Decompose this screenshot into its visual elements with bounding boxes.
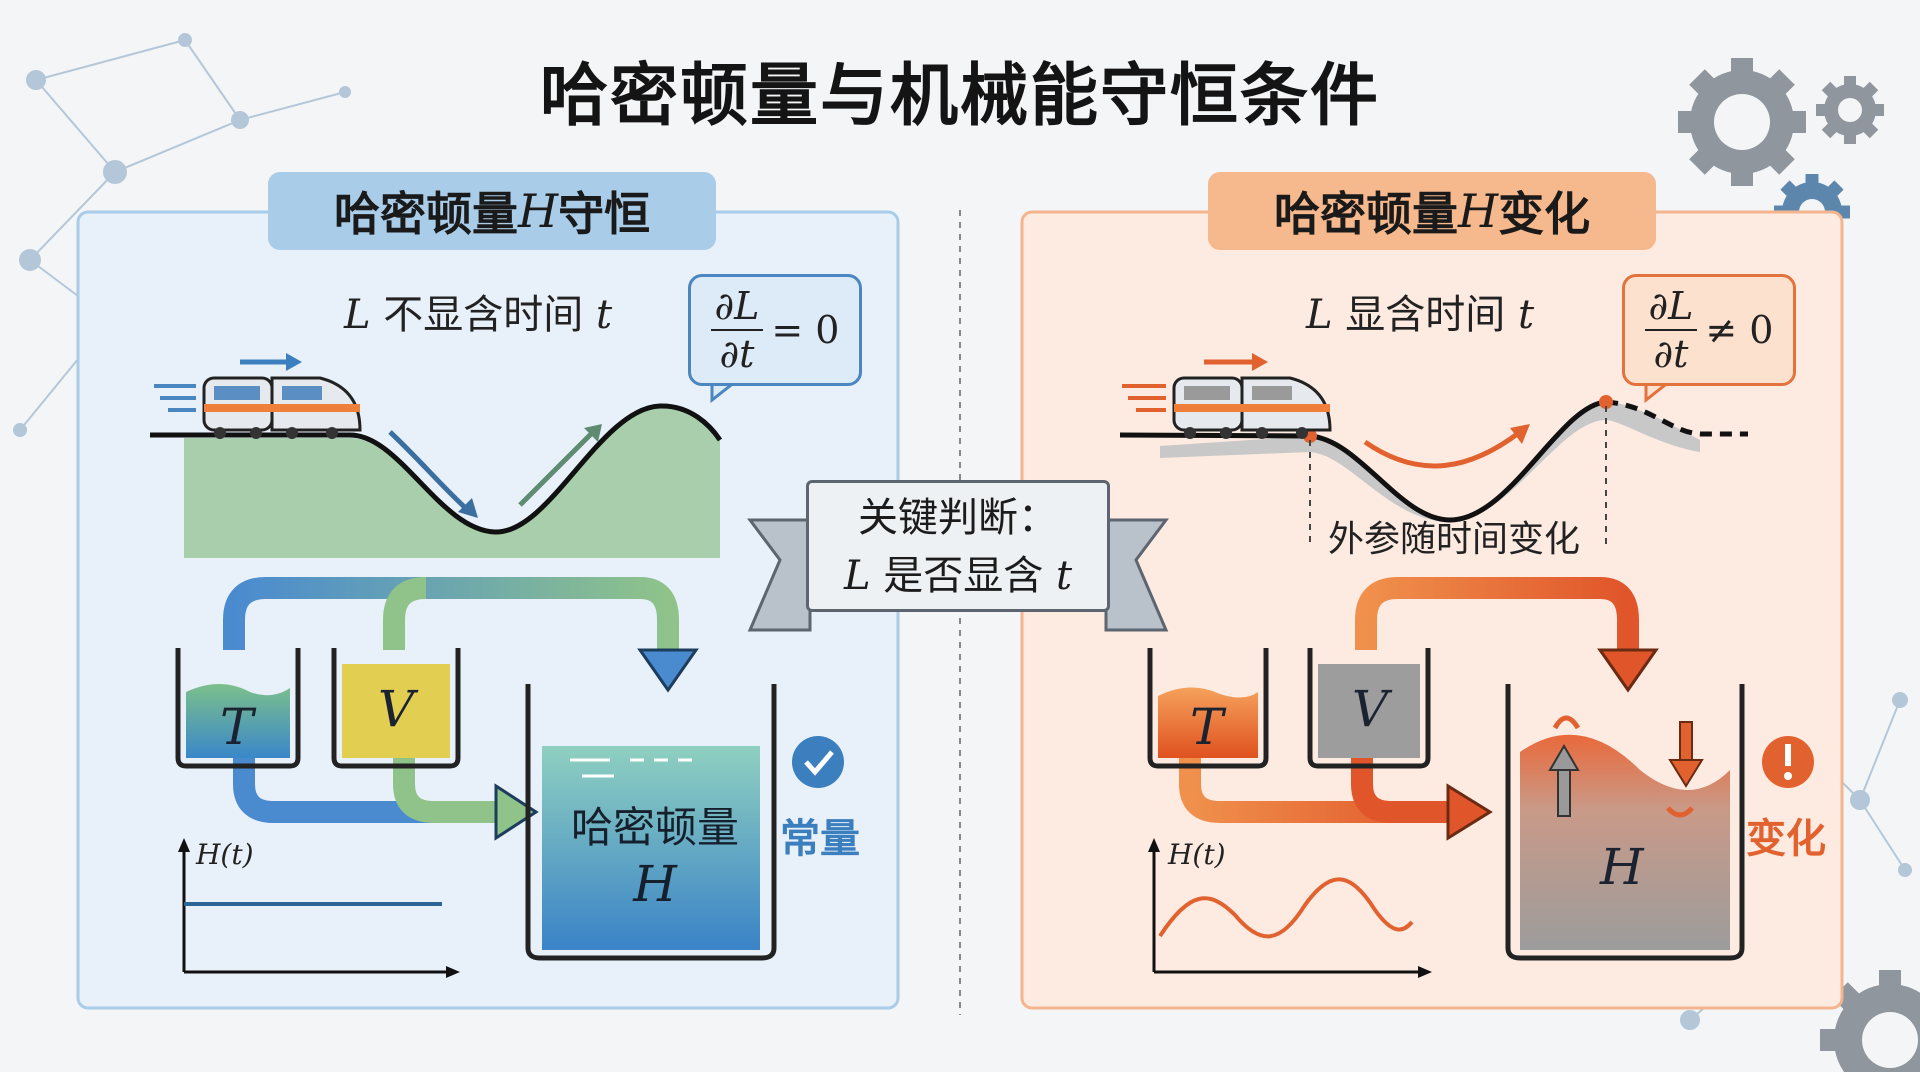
parameter-annotation: 外参随时间变化 <box>1328 519 1581 560</box>
train-icon <box>1122 353 1332 439</box>
right-track <box>1119 399 1607 523</box>
denominator: ∂t <box>1653 332 1689 376</box>
partial-fraction: ∂L ∂t <box>1644 283 1698 377</box>
tab-symbol: H <box>1457 184 1499 238</box>
right-condition: L 显含时间 t <box>1306 282 1534 340</box>
tab-suffix: 变化 <box>1498 187 1591 241</box>
left-tank-t-label: T <box>220 698 254 756</box>
tab-suffix: 守恒 <box>558 187 651 241</box>
right-flow-arrow-top <box>1355 577 1639 650</box>
left-condition: L 不显含时间 t <box>344 282 612 340</box>
ham-line1: 哈密顿量 <box>570 803 739 852</box>
symbol-t: t <box>1055 553 1073 599</box>
symbol-l: L <box>843 553 871 599</box>
left-motion-arrow <box>388 430 472 514</box>
left-panel-title: 哈密顿量 H 守恒 <box>268 172 716 250</box>
ham-symbol: H <box>633 855 677 913</box>
left-flow-arrow-top <box>223 577 679 650</box>
gear-icon <box>1678 58 1806 186</box>
judgment-line2: L 是否显含 t <box>809 547 1107 605</box>
down-arrow-icon <box>1679 721 1693 763</box>
right-tank-t <box>1147 648 1269 769</box>
left-status: 常量 <box>780 816 860 862</box>
left-formula-bubble: ∂L ∂t = 0 <box>688 274 862 386</box>
right-h-wave <box>1158 877 1414 939</box>
left-tank-h <box>525 684 777 961</box>
condition-text: 显含时间 <box>1332 292 1518 338</box>
numerator: ∂L <box>1644 283 1698 331</box>
left-tank-t <box>175 648 301 769</box>
check-icon <box>792 736 844 788</box>
gear-icon <box>1816 76 1884 144</box>
right-formula-bubble: ∂L ∂t ≠ 0 <box>1622 274 1796 386</box>
numerator: ∂L <box>710 283 764 331</box>
right-tank-h <box>1505 684 1745 961</box>
relation: ≠ 0 <box>1705 308 1774 352</box>
left-tank-v-label: V <box>378 680 415 738</box>
right-motion-arrow <box>1363 430 1522 469</box>
left-motion-arrow-up <box>518 428 597 507</box>
tab-prefix: 哈密顿量 <box>333 187 518 241</box>
symbol-t: t <box>596 292 613 338</box>
symbol-t: t <box>1518 292 1535 338</box>
page-title: 哈密顿量与机械能守恒条件 <box>539 57 1380 136</box>
right-flow-arrow-bottom <box>1179 756 1452 823</box>
key-judgment-box: 关键判断： L 是否显含 t <box>806 480 1110 612</box>
right-tank-v <box>1307 648 1431 769</box>
partial-fraction: ∂L ∂t <box>710 283 764 377</box>
relation: = 0 <box>771 308 840 352</box>
right-panel-title: 哈密顿量 H 变化 <box>1208 172 1656 250</box>
left-hamiltonian-label: 哈密顿量 H <box>550 800 760 912</box>
symbol-l: L <box>344 292 371 338</box>
denominator: ∂t <box>719 332 755 376</box>
right-tank-t-label: T <box>1190 698 1224 756</box>
left-graph-label: H(t) <box>196 838 254 871</box>
right-status: 变化 <box>1746 816 1826 862</box>
left-track <box>150 403 723 535</box>
condition-text: 不显含时间 <box>370 292 596 338</box>
judgment-text: 是否显含 <box>883 553 1056 599</box>
right-hamiltonian-label: H <box>1600 838 1644 896</box>
judgment-line1: 关键判断： <box>858 495 1058 541</box>
right-graph-label: H(t) <box>1168 838 1226 871</box>
left-hill <box>184 407 720 558</box>
right-tank-v-label: V <box>1352 680 1389 738</box>
tab-prefix: 哈密顿量 <box>1273 187 1458 241</box>
left-tank-v <box>331 648 461 769</box>
left-flow-arrow-bottom <box>233 756 500 823</box>
up-arrow-icon <box>1552 715 1581 730</box>
symbol-l: L <box>1306 292 1333 338</box>
train-icon <box>154 353 362 439</box>
tab-symbol: H <box>517 184 559 238</box>
gear-icon <box>1820 970 1920 1072</box>
